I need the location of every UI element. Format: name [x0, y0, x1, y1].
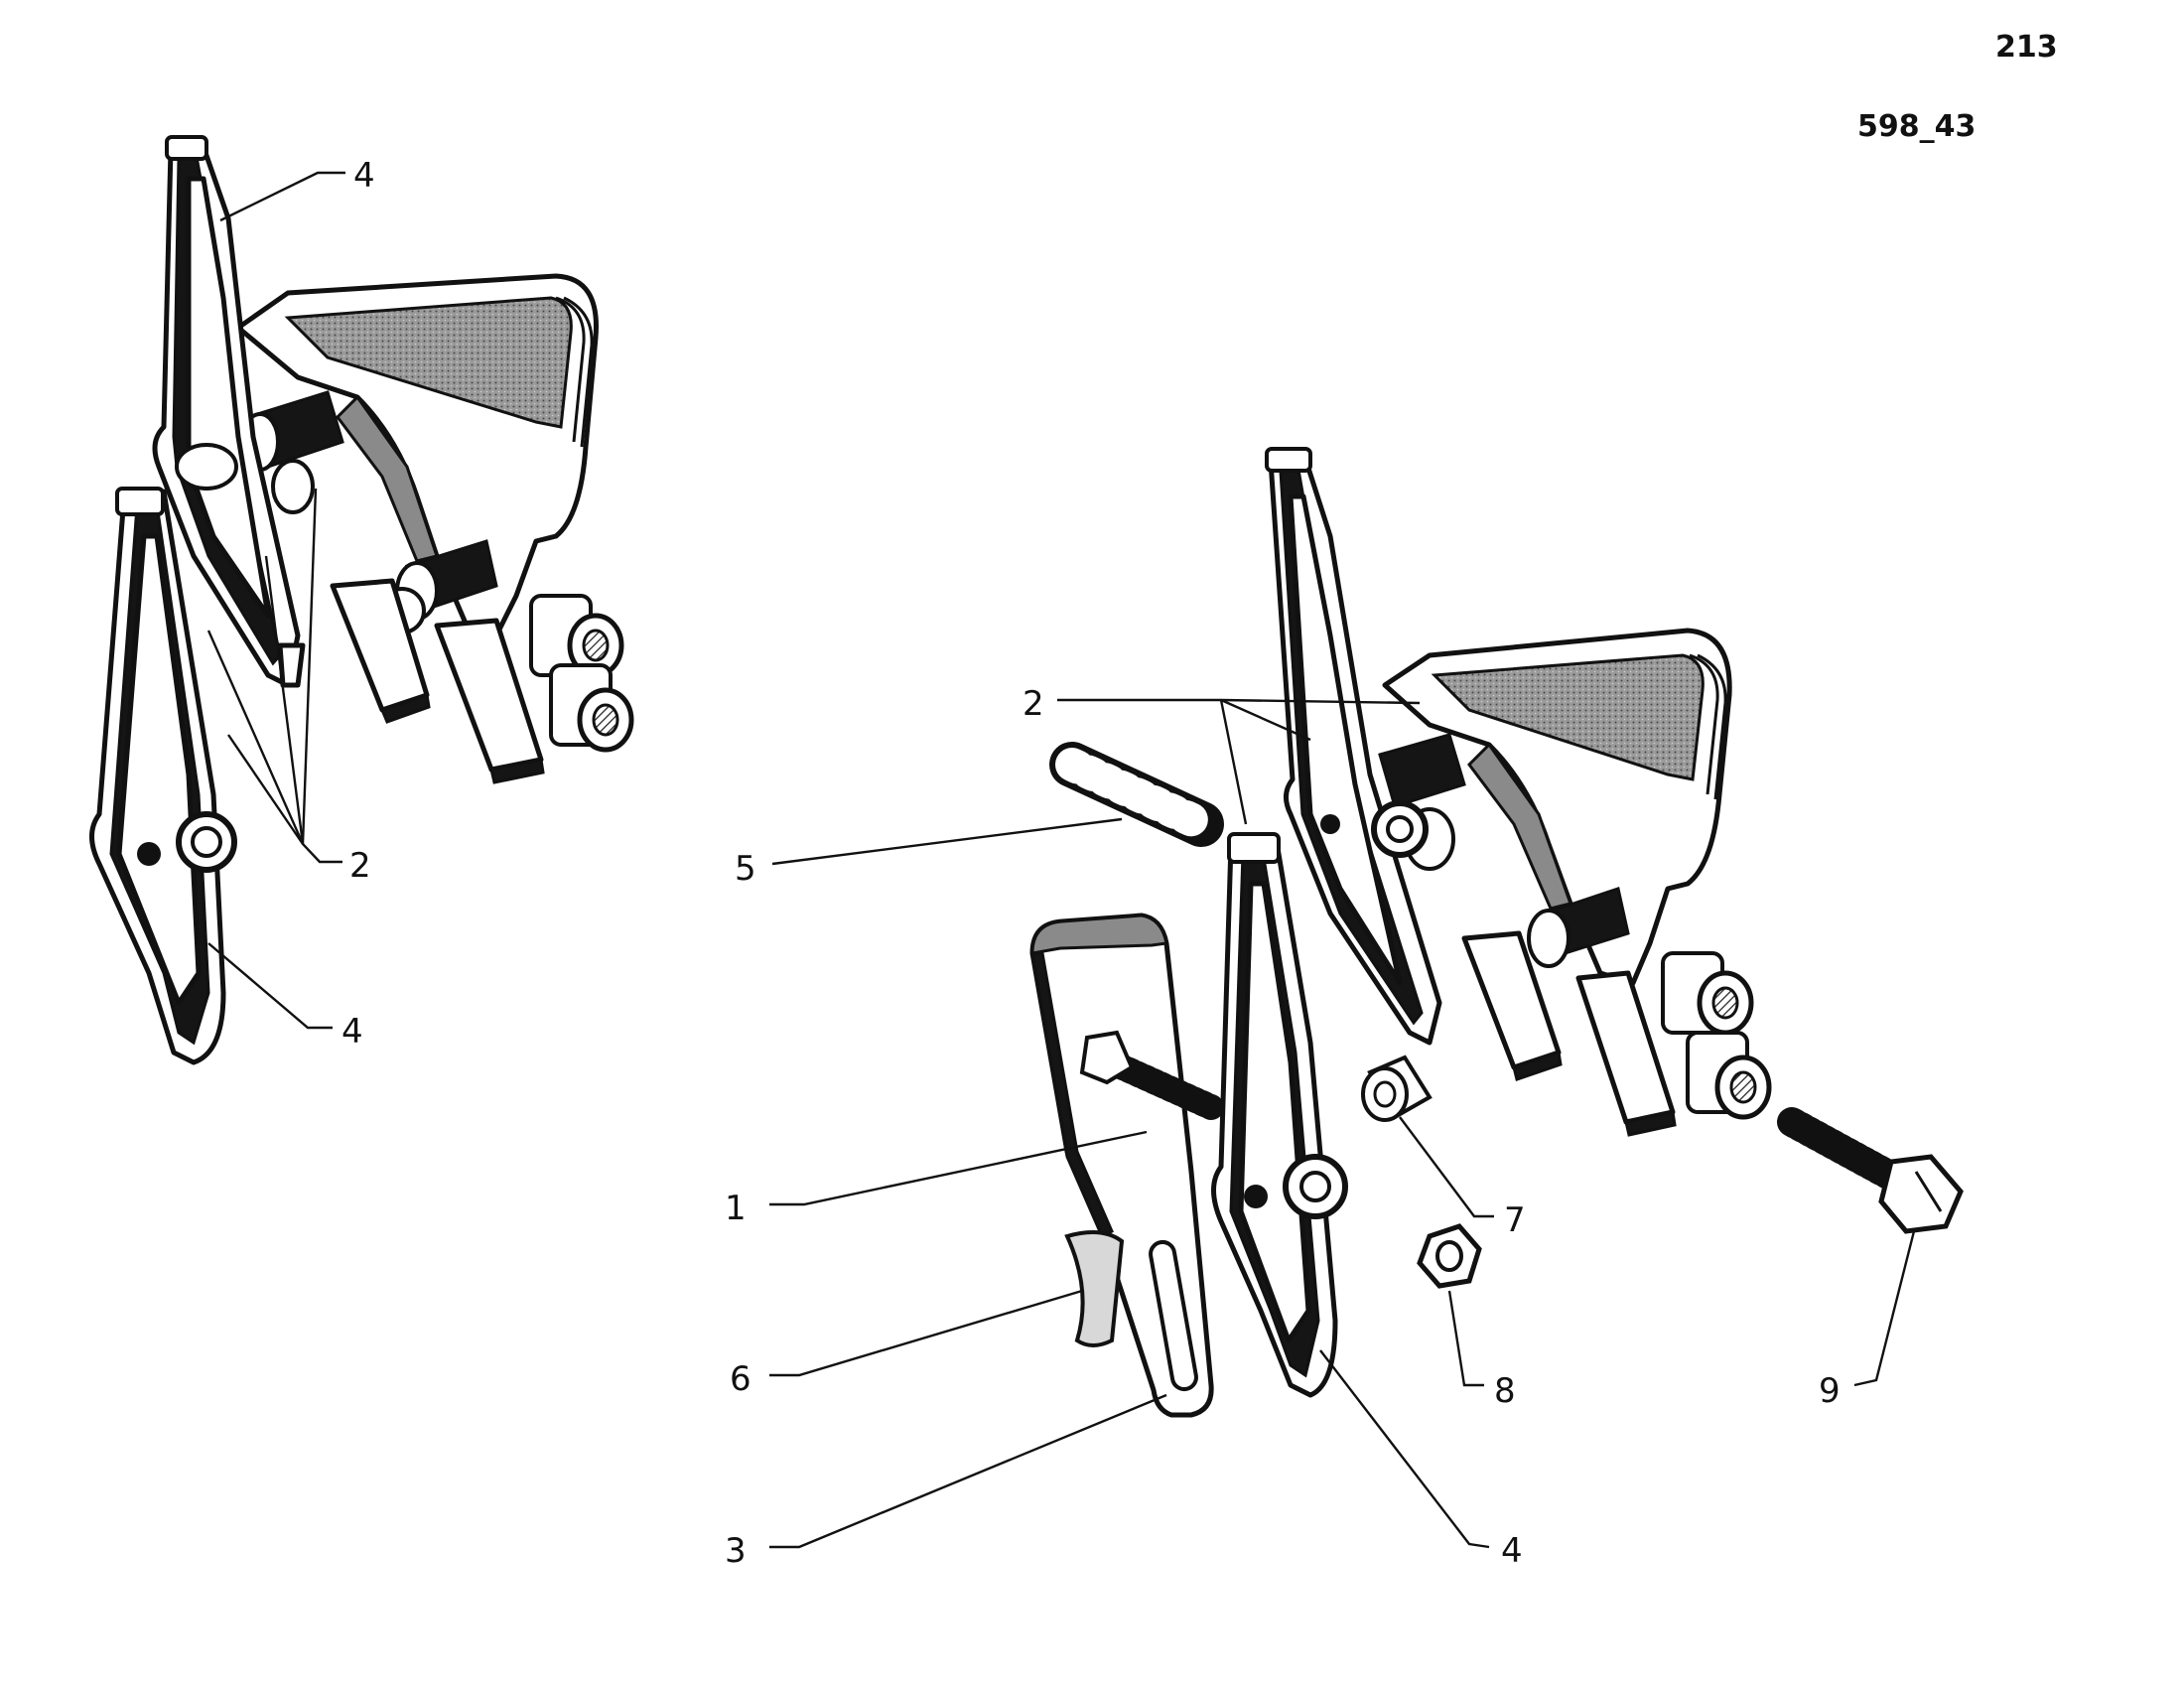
assembled-bracket-illustration [235, 273, 634, 784]
assembled-callout-2: 2 [206, 488, 371, 886]
svg-text:3: 3 [725, 1531, 747, 1571]
exploded-callout-6: 6 [730, 1289, 1083, 1399]
plate-illustration [1029, 913, 1214, 1418]
bushing-illustration [1361, 1055, 1433, 1122]
washer-illustration [1064, 1230, 1125, 1347]
exploded-callout-5: 5 [735, 817, 1123, 889]
exploded-callout-3: 3 [725, 1393, 1167, 1571]
svg-text:9: 9 [1819, 1371, 1841, 1411]
svg-text:6: 6 [730, 1359, 751, 1399]
svg-text:5: 5 [735, 849, 756, 889]
exploded-callout-7: 7 [1399, 1116, 1526, 1240]
svg-text:4: 4 [1501, 1531, 1523, 1571]
exploded-upper-lever-illustration [1265, 447, 1442, 1046]
svg-text:7: 7 [1504, 1200, 1526, 1240]
exploded-view: 2 5 1 7 6 8 9 [725, 447, 1964, 1571]
assembled-upper-lever-illustration [152, 135, 306, 688]
bolt-illustration [1079, 1030, 1224, 1120]
spring-illustration [1049, 742, 1224, 847]
exploded-callout-4: 4 [1319, 1349, 1523, 1571]
screw-illustration [1777, 1107, 1964, 1234]
svg-text:4: 4 [353, 156, 375, 196]
exploded-bracket-illustration [1378, 628, 1772, 1137]
assembled-callout-4-top: 4 [219, 156, 375, 222]
exploded-callout-2: 2 [1023, 684, 1421, 825]
assembled-callout-4-bottom: 4 [207, 942, 363, 1052]
separate-lever-illustration [1211, 832, 1348, 1398]
exploded-callout-8: 8 [1447, 1290, 1516, 1411]
assembled-lower-lever-illustration [89, 487, 237, 1065]
svg-text:1: 1 [725, 1189, 747, 1228]
exploded-callout-9: 9 [1819, 1230, 1916, 1411]
svg-text:8: 8 [1494, 1371, 1516, 1411]
svg-text:2: 2 [349, 846, 371, 886]
assembled-view: 4 2 4 [89, 135, 634, 1065]
exploded-callout-1: 1 [725, 1130, 1148, 1228]
svg-text:4: 4 [341, 1012, 363, 1052]
nut-illustration [1417, 1223, 1482, 1289]
svg-text:2: 2 [1023, 684, 1044, 724]
figure-code: 598_43 [1857, 109, 1977, 144]
page-number: 213 [1995, 30, 2058, 65]
